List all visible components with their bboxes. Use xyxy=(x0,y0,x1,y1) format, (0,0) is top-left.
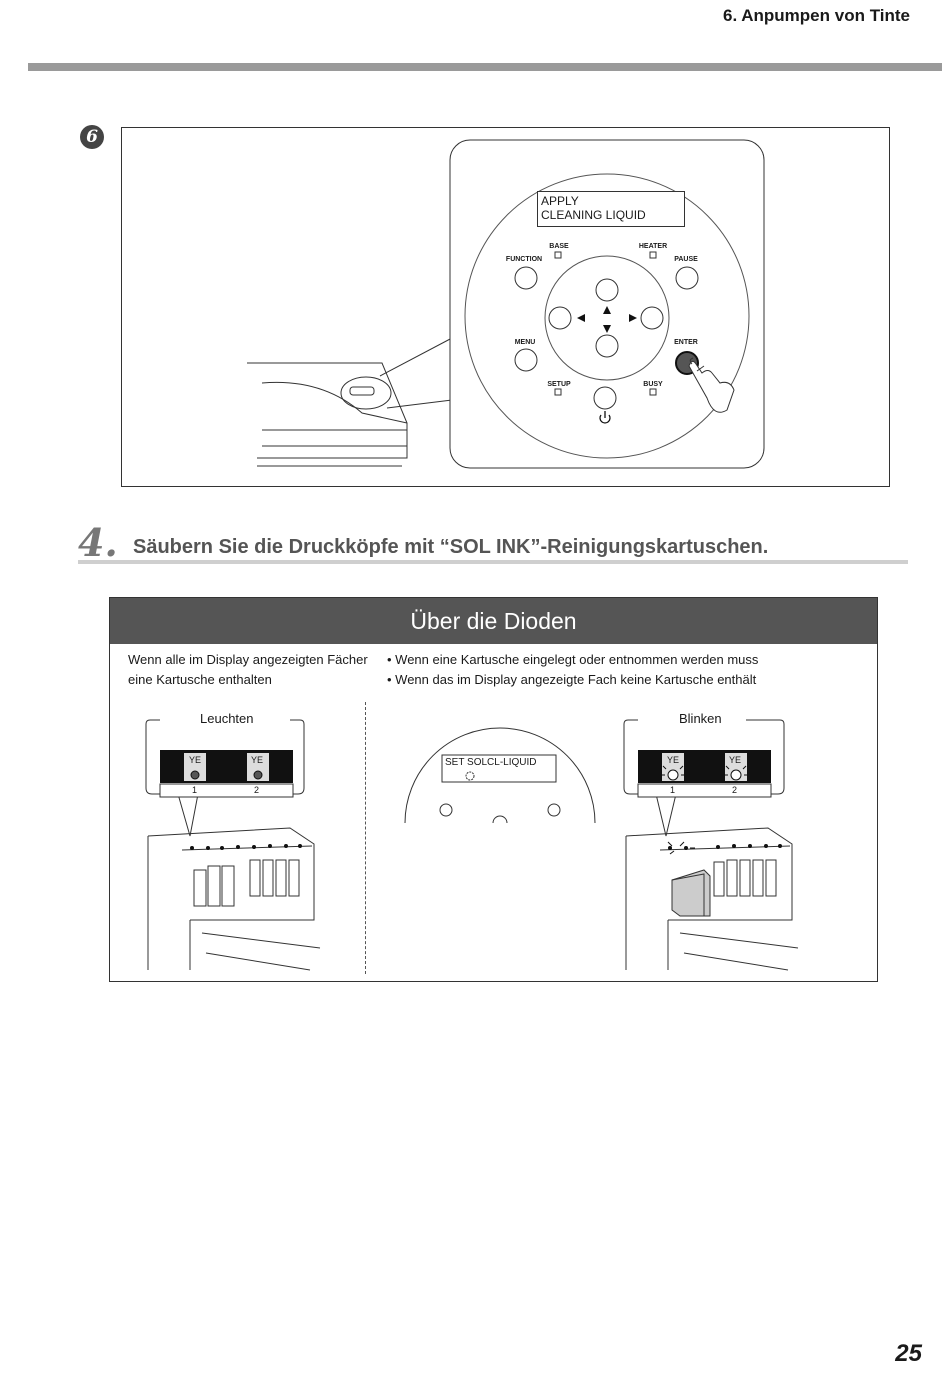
section-rule xyxy=(78,560,908,564)
control-panel-drawing xyxy=(247,139,765,469)
step-marker: 6 xyxy=(80,125,104,149)
setup-led xyxy=(554,388,562,396)
power-key xyxy=(593,386,617,410)
busy-label: BUSY xyxy=(643,381,663,388)
right-label: Blinken xyxy=(679,711,722,726)
slot-num-right-1: 1 xyxy=(670,785,676,795)
down-key xyxy=(595,334,619,358)
lcd-line-2: CLEANING LIQUID xyxy=(541,208,646,222)
menu-key xyxy=(514,348,538,372)
function-key xyxy=(514,266,538,290)
slot-num-left-1: 1 xyxy=(192,785,198,795)
heater-led xyxy=(649,251,657,259)
lcd-display: APPLY CLEANING LIQUID xyxy=(537,191,685,227)
dashed-divider xyxy=(365,702,366,974)
setup-label: SETUP xyxy=(547,381,571,388)
section-number: 4. xyxy=(78,520,118,565)
left-label: Leuchten xyxy=(200,711,254,726)
right-text-2: • Wenn das im Display angezeigte Fach ke… xyxy=(387,672,757,687)
info-box: Über die Dioden Wenn alle im Display ang… xyxy=(109,597,878,982)
enter-label: ENTER xyxy=(674,339,698,346)
busy-led xyxy=(649,388,657,396)
left-key xyxy=(548,306,572,330)
pause-key xyxy=(675,266,699,290)
header-bar xyxy=(28,63,942,71)
function-label: FUNCTION xyxy=(505,256,543,263)
section-title: Säubern Sie die Druckköpfe mit “SOL INK”… xyxy=(133,536,769,558)
heater-label: HEATER xyxy=(638,243,668,250)
left-text-1: Wenn alle im Display angezeigten Fächer xyxy=(128,652,368,667)
base-led xyxy=(554,251,562,259)
slot-num-right-2: 2 xyxy=(732,785,738,795)
control-panel-figure: APPLY CLEANING LIQUID BASE HEATER FUNCTI… xyxy=(121,127,890,487)
diode-illustrations xyxy=(145,719,799,971)
slot-label-left-b: YE xyxy=(251,755,264,765)
base-label: BASE xyxy=(549,243,569,250)
left-text-2: eine Kartusche enthalten xyxy=(128,672,272,687)
info-box-title: Über die Dioden xyxy=(110,598,877,644)
slot-num-left-2: 2 xyxy=(254,785,260,795)
mid-display-text: SET SOLCL-LIQUID xyxy=(445,757,537,768)
header-title: 6. Anpumpen von Tinte xyxy=(722,6,910,25)
menu-label: MENU xyxy=(514,339,536,346)
right-text-1: • Wenn eine Kartusche eingelegt oder ent… xyxy=(387,652,759,667)
page-number: 25 xyxy=(895,1340,922,1367)
slot-label-right-a: YE xyxy=(667,755,680,765)
slot-label-right-b: YE xyxy=(729,755,742,765)
right-key xyxy=(640,306,664,330)
slot-label-left-a: YE xyxy=(189,755,202,765)
pause-label: PAUSE xyxy=(674,256,698,263)
lcd-line-1: APPLY xyxy=(541,194,579,208)
up-key xyxy=(595,278,619,302)
